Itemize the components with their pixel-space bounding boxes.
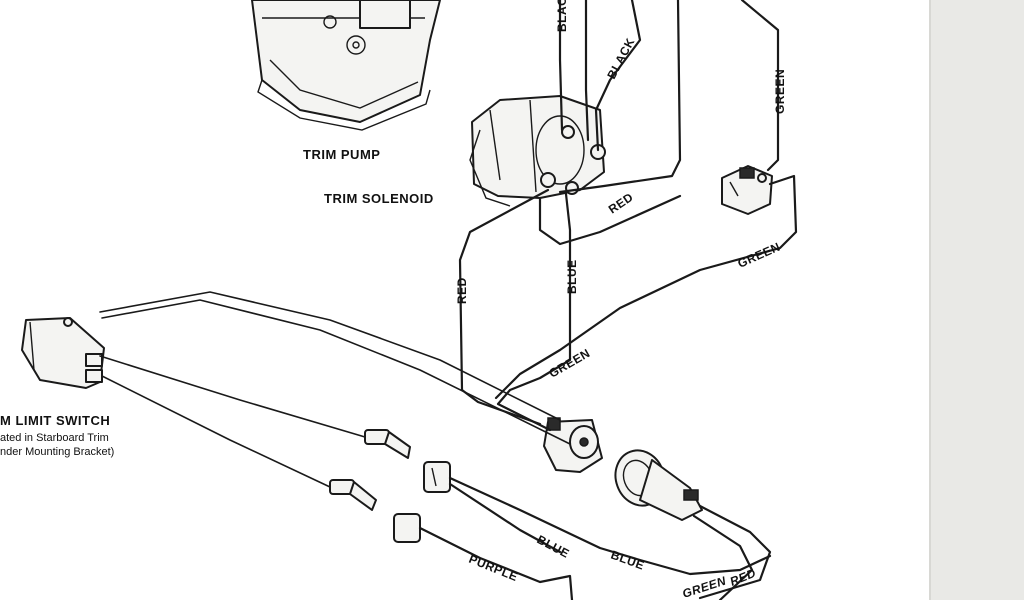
limit-switch-note-2: nder Mounting Bracket) [0,446,114,458]
wire-label-blue-bottom-b: BLUE [609,548,646,573]
bullet-socket-purple-icon [393,513,421,543]
wire-label-black-diagonal: BLACK [604,36,637,82]
trim-pump-label: TRIM PUMP [303,147,380,162]
wire-label-green-lower-right: GREEN [736,240,783,271]
page-edge-shadow [930,0,1024,600]
green-terminal-connector-icon [721,165,773,215]
bullet-connector-upper-icon [364,429,411,459]
wire-label-red-mid: RED [606,190,636,217]
wiring-harness [99,0,798,600]
limit-switch-label: M LIMIT SWITCH [0,413,110,428]
wire-label-blue-bottom-a: BLUE [535,532,572,561]
wire-label-black-top: BLACK [555,0,569,32]
limit-switch-icon [21,317,105,389]
wire-label-red-left: RED [455,277,469,304]
wire-label-green-right: GREEN [773,69,787,114]
harness-plug-large-icon [614,449,703,521]
trim-solenoid-label: TRIM SOLENOID [324,191,434,206]
trim-pump-icon [251,0,441,131]
harness-plug-center-icon [543,417,603,473]
bullet-socket-blue-icon [423,461,451,493]
wire-label-blue-mid: BLUE [565,259,579,294]
wire-labels: BLACK BLACK GREEN RED RED BLUE GREEN GRE… [455,0,787,600]
wire-label-purple-bottom: PURPLE [467,552,520,584]
bullet-connector-lower-icon [329,479,377,511]
limit-switch-note-1: ated in Starboard Trim [0,432,109,444]
trim-solenoid-icon [469,95,606,207]
